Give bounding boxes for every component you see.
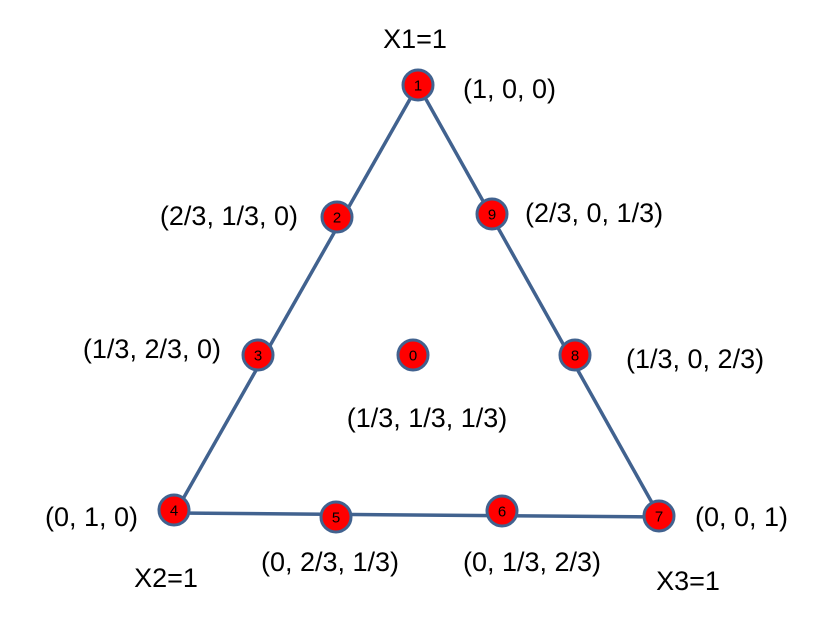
node-5-label: 5 — [332, 510, 340, 527]
coord-label-node-8: (1/3, 0, 2/3) — [626, 344, 764, 374]
corner-label-x3: X3=1 — [656, 566, 720, 596]
node-1: 1 — [401, 68, 435, 102]
node-1-label: 1 — [414, 78, 422, 95]
node-8: 8 — [558, 338, 592, 372]
coord-label-node-6: (0, 1/3, 2/3) — [463, 547, 601, 577]
node-5: 5 — [319, 500, 353, 534]
node-9-label: 9 — [488, 207, 496, 224]
node-7-label: 7 — [655, 509, 663, 526]
node-6: 6 — [485, 494, 519, 528]
corner-label-x1: X1=1 — [383, 24, 447, 54]
nodes: 1 2 3 4 5 6 7 — [157, 68, 676, 534]
coord-label-node-7: (0, 0, 1) — [695, 502, 788, 532]
edge-bottom — [174, 511, 661, 519]
coord-label-node-5: (0, 2/3, 1/3) — [261, 547, 399, 577]
coord-label-node-9: (2/3, 0, 1/3) — [525, 198, 663, 228]
coord-label-node-0: (1/3, 1/3, 1/3) — [347, 403, 508, 433]
node-3: 3 — [241, 338, 275, 372]
coordinate-labels: (1, 0, 0) (2/3, 1/3, 0) (1/3, 2/3, 0) (0… — [45, 74, 788, 577]
corner-label-x2: X2=1 — [134, 563, 198, 593]
edge-right — [416, 84, 662, 518]
node-3-label: 3 — [254, 348, 262, 365]
node-0-label: 0 — [409, 348, 417, 365]
node-4: 4 — [157, 493, 191, 527]
node-6-label: 6 — [498, 504, 506, 521]
coord-label-node-3: (1/3, 2/3, 0) — [83, 334, 221, 364]
node-2: 2 — [320, 200, 354, 234]
corner-labels: X1=1 X2=1 X3=1 — [134, 24, 720, 596]
node-8-label: 8 — [571, 348, 579, 365]
node-2-label: 2 — [333, 210, 341, 227]
edge-left — [173, 84, 420, 514]
coord-label-node-2: (2/3, 1/3, 0) — [160, 201, 298, 231]
node-7: 7 — [642, 499, 676, 533]
triangle-edges — [173, 84, 662, 519]
node-0: 0 — [396, 338, 430, 372]
node-9: 9 — [475, 197, 509, 231]
node-4-label: 4 — [170, 503, 178, 520]
coord-label-node-1: (1, 0, 0) — [463, 74, 556, 104]
coord-label-node-4: (0, 1, 0) — [45, 502, 138, 532]
